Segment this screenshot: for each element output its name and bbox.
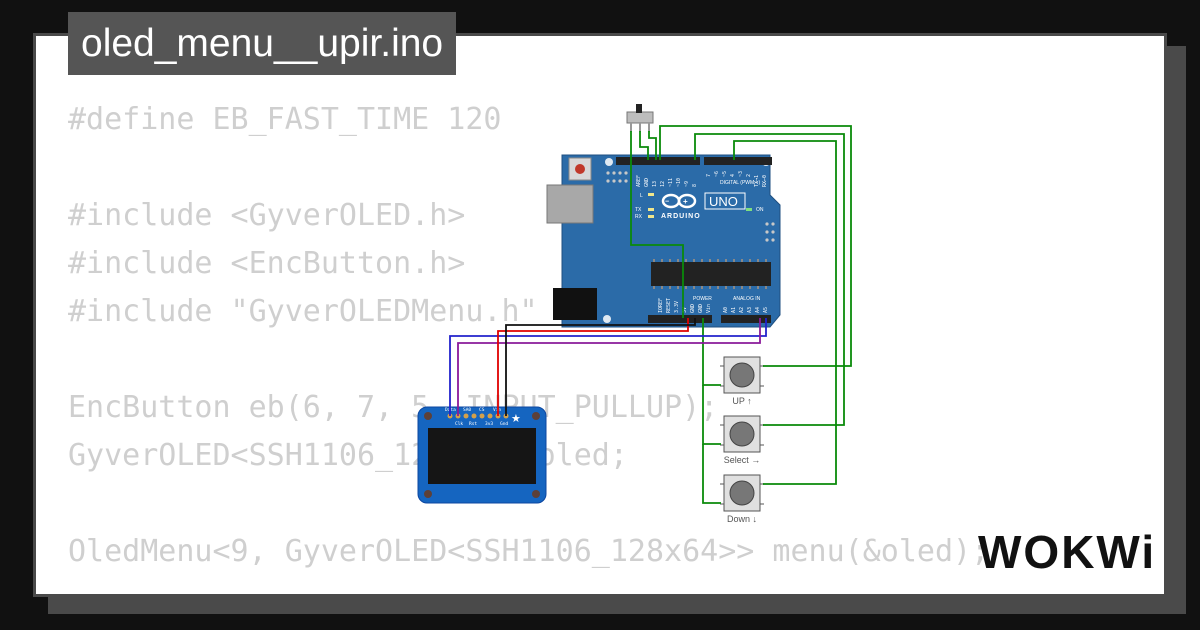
- pin-label: A0: [723, 307, 729, 313]
- wire-green: [702, 444, 721, 504]
- pin-label: A1: [731, 307, 737, 313]
- wire-green: [630, 131, 684, 318]
- code-line: #include "GyverOLEDMenu.h": [68, 294, 538, 329]
- button-select[interactable]: Select →: [720, 415, 764, 465]
- wire-green: [702, 318, 721, 386]
- switch-handle[interactable]: [636, 104, 642, 113]
- analog-header: [721, 315, 771, 323]
- board-name: UNO: [709, 194, 738, 209]
- digital-header-right: [704, 157, 772, 165]
- code-line: #include <GyverOLED.h>: [68, 198, 466, 233]
- pin-label: 13: [652, 181, 658, 187]
- pin-label: A5: [763, 307, 769, 313]
- pin-label: RX←0: [762, 175, 768, 187]
- microcontroller-chip: [651, 262, 771, 286]
- pin-label: GND: [644, 178, 650, 187]
- button-up[interactable]: UP ↑: [720, 356, 764, 406]
- wire-green: [694, 133, 845, 426]
- power-pin-labels: IOREF RESET 3.3V 5V GND GND Vin: [658, 298, 712, 313]
- pin-label: 5V: [682, 307, 688, 313]
- pin-label: ~9: [684, 181, 690, 187]
- pin-label: AREF: [636, 175, 642, 187]
- pin-label: 2: [746, 174, 752, 177]
- button-select-label: Select →: [724, 455, 761, 465]
- oled-display[interactable]: Data Clk SA0 Rst CS 3v3 Vin Gnd ★: [417, 406, 547, 504]
- tx-led-label: TX: [635, 207, 642, 213]
- wire-green: [733, 140, 837, 485]
- oled-pin-label: Rst: [469, 421, 477, 427]
- pin-label: A3: [747, 307, 753, 313]
- code-line: #define EB_FAST_TIME 120: [68, 102, 502, 137]
- wire-green: [702, 385, 721, 445]
- oled-screen: [428, 428, 536, 484]
- button-up-label: UP ↑: [732, 396, 751, 406]
- power-jack: [553, 288, 597, 320]
- pin-label: IOREF: [658, 298, 664, 313]
- on-led-label: ON: [756, 207, 764, 213]
- svg-text:−: −: [665, 199, 669, 206]
- oled-pin-label: CS: [479, 407, 485, 413]
- wire-blue: [449, 318, 767, 416]
- slide-switch[interactable]: [626, 104, 654, 132]
- oled-pin-label: SA0: [463, 407, 471, 413]
- button-down[interactable]: Down ↓: [720, 474, 764, 524]
- wires: [449, 125, 852, 504]
- pin-label: Vin: [706, 304, 712, 313]
- oled-pin-label: Gnd: [500, 421, 508, 427]
- rx-led-label: RX: [635, 214, 643, 220]
- pin-label: ~3: [738, 171, 744, 177]
- power-header: [648, 315, 712, 323]
- pin-label: GND: [698, 304, 704, 313]
- wire-black: [505, 318, 696, 416]
- pin-label: 3.3V: [674, 301, 680, 313]
- project-title: oled_menu__upir.ino: [68, 12, 457, 75]
- pin-label: 4: [730, 174, 736, 177]
- pin-label: 8: [692, 184, 698, 187]
- analog-header-label: ANALOG IN: [733, 296, 761, 302]
- digital-pin-labels: AREF GND 13 12 ~11 ~10 ~9 8 7 ~6 ~5 4 ~3…: [636, 171, 768, 187]
- pin-label: ~10: [676, 178, 682, 187]
- button-down-label: Down ↓: [727, 514, 757, 524]
- star-icon: ★: [511, 413, 521, 425]
- arduino-logo-icon: [661, 193, 697, 209]
- digital-header-label: DIGITAL (PWM ~): [720, 180, 760, 186]
- pin-label: RESET: [666, 298, 672, 313]
- pin-label: TX→1: [754, 175, 760, 187]
- code-line: #include <EncButton.h>: [68, 246, 466, 281]
- pin-label: A4: [755, 307, 761, 313]
- svg-text:+: +: [683, 197, 688, 206]
- wire-green: [659, 125, 852, 367]
- power-header-label: POWER: [693, 296, 712, 302]
- pin-label: 12: [660, 181, 666, 187]
- pin-label: ~6: [714, 171, 720, 177]
- board-brand: ARDUINO: [661, 213, 701, 220]
- pin-label: 7: [706, 174, 712, 177]
- arduino-uno-board[interactable]: L TX RX ON − + UNO ARDUINO DIGITAL (PWM …: [546, 154, 781, 328]
- code-line: OledMenu<9, GyverOLED<SSH1106_128x64>> m…: [68, 534, 990, 569]
- oled-pin-label: Clk: [455, 421, 463, 427]
- wire-green: [648, 131, 657, 160]
- pin-label: A2: [739, 307, 745, 313]
- usb-port: [546, 184, 594, 224]
- pin-label: ~11: [668, 178, 674, 187]
- digital-header-left: [616, 157, 700, 165]
- l-led-label: L: [640, 193, 643, 199]
- analog-pin-labels: A0 A1 A2 A3 A4 A5: [723, 307, 769, 313]
- pin-label: ~5: [722, 171, 728, 177]
- wire-purple: [457, 318, 761, 416]
- wokwi-logo[interactable]: WOKWi: [978, 526, 1157, 578]
- wire-red: [497, 318, 689, 416]
- pin-label: GND: [690, 304, 696, 313]
- oled-pin-label: 3v3: [485, 421, 493, 427]
- wire-green: [639, 131, 649, 160]
